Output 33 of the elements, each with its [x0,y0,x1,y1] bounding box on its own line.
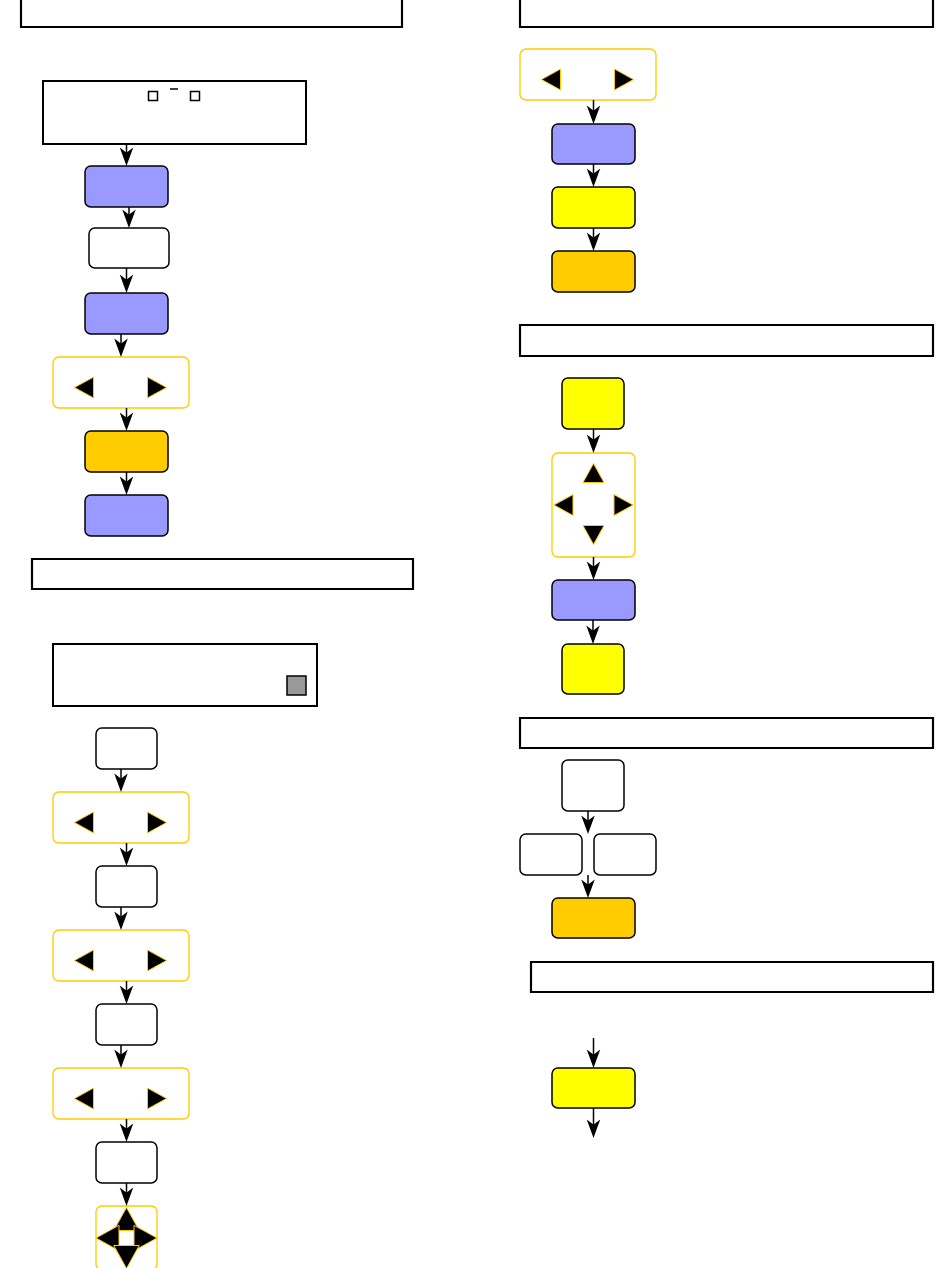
process-box [551,123,636,165]
header-box [19,0,404,29]
process-box [95,1141,158,1184]
process-box [95,727,158,770]
process-box [551,579,636,621]
process-box [84,430,169,473]
display-box [42,80,307,145]
process-box [593,833,657,876]
arrow-keys-box [519,48,657,101]
arrow-keys-box [52,929,190,982]
process-box [561,759,625,812]
header-box [518,0,935,29]
process-box [88,227,170,269]
header-box [529,960,935,994]
header-box [518,323,935,358]
process-box [84,494,169,537]
display-box [52,643,318,707]
process-box [84,165,169,208]
header-box [30,557,415,591]
process-box [551,186,636,229]
header-box [518,716,935,750]
process-box [551,1067,636,1109]
process-box [519,833,583,876]
process-box [551,897,636,939]
arrow-keys-box [52,1067,190,1120]
process-box [561,643,625,695]
process-box [551,250,636,293]
process-box [95,865,158,908]
arrow-keys-box [52,791,190,844]
process-box [84,292,169,335]
process-box [561,377,625,430]
arrow-keys-box [52,356,190,409]
process-box [95,1003,158,1046]
